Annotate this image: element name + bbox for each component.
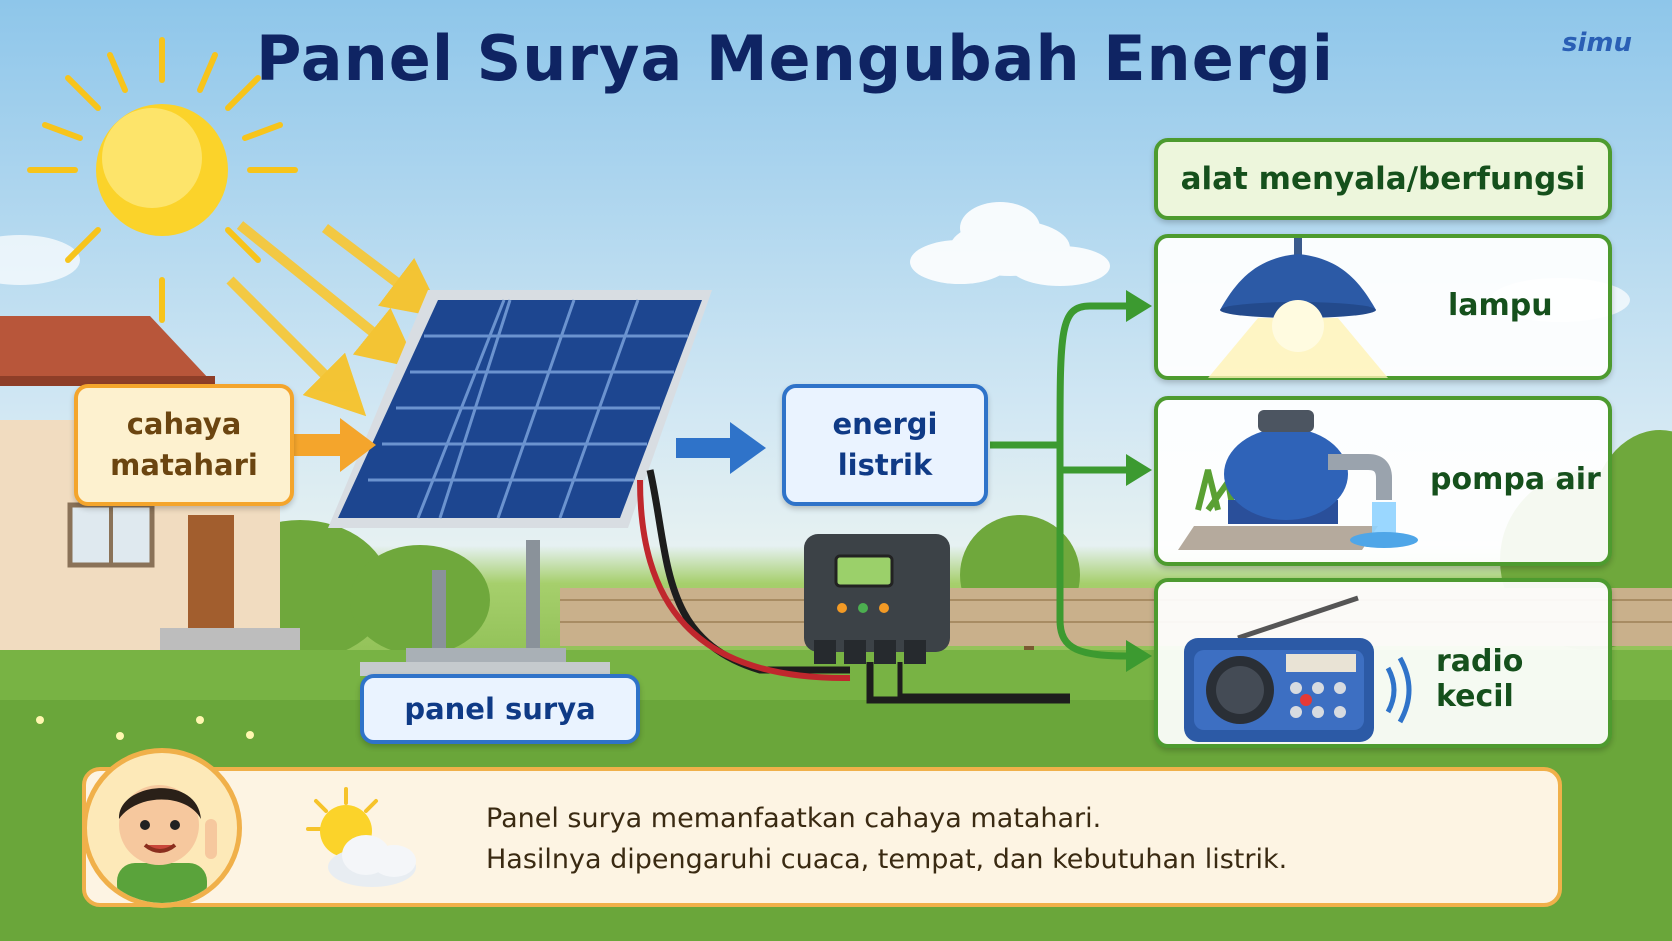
radio-icon xyxy=(1184,595,1412,742)
caption-line-2: Hasilnya dipengaruhi cuaca, tempat, dan … xyxy=(486,843,1288,875)
device-card-pompa-air: pompa air xyxy=(1154,396,1612,566)
charge-controller xyxy=(804,534,950,664)
sun-cloud-icon xyxy=(306,787,416,887)
device-card-radio-kecil: radio kecil xyxy=(1154,578,1612,748)
water-pump-icon xyxy=(1178,410,1418,550)
arrow-to-pompa xyxy=(1126,454,1152,486)
child-avatar-icon xyxy=(117,785,217,903)
page-title: Panel Surya Mengubah Energi xyxy=(256,22,1334,95)
sun-icon xyxy=(27,37,298,323)
device-name: lampu xyxy=(1448,288,1553,323)
device-name: radio kecil xyxy=(1436,644,1524,714)
arrow-to-lampu xyxy=(1126,290,1152,322)
solar-panel-label: panel surya xyxy=(360,674,640,744)
solar-panel-illustration xyxy=(328,290,712,676)
avatar xyxy=(82,748,242,908)
simu-logo: simu xyxy=(1562,28,1632,58)
caption-line-1: Panel surya memanfaatkan cahaya matahari… xyxy=(486,803,1102,834)
sunlight-arrow xyxy=(290,418,376,472)
device-card-lampu: lampu xyxy=(1154,234,1612,380)
devices-header: alat menyala/berfungsi xyxy=(1154,138,1612,220)
arrow-to-radio xyxy=(1126,640,1152,672)
caption-text: Panel surya memanfaatkan cahaya matahari… xyxy=(486,799,1287,880)
electric-energy-label: energi listrik xyxy=(782,384,988,506)
caption-box: Panel surya memanfaatkan cahaya matahari… xyxy=(82,767,1562,907)
cloud xyxy=(910,202,1110,286)
device-name: pompa air xyxy=(1430,462,1601,497)
energy-arrow xyxy=(676,422,766,474)
sunlight-label: cahaya matahari xyxy=(74,384,294,506)
lamp-icon xyxy=(1208,238,1388,378)
